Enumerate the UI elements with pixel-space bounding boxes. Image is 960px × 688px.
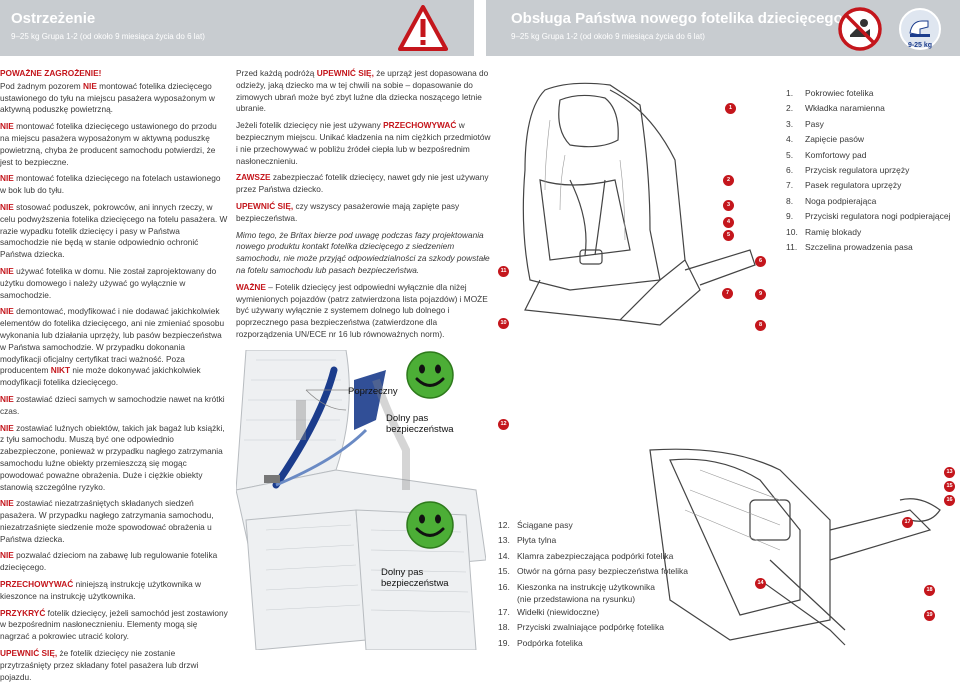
header-left: Ostrzeżenie 9–25 kg Grupa 1-2 (od około … <box>0 0 474 56</box>
list-item: (nie przedstawiona na rysunku) <box>517 593 636 604</box>
list-item: 8.Noga podpierająca <box>786 195 877 206</box>
callout-2: 2 <box>723 175 734 186</box>
callout-8: 8 <box>755 320 766 331</box>
callout-15: 15 <box>944 481 955 492</box>
list-item: 1.Pokrowiec fotelika <box>786 88 874 98</box>
callout-17: 17 <box>902 517 913 528</box>
list-item: 16.Kieszonka na instrukcję użytkownika <box>498 581 655 592</box>
smiley-face-icon <box>406 351 454 399</box>
list-item: 6.Przycisk regulatora uprzęży <box>786 164 910 175</box>
instructions-column: Przed każdą podróżą UPEWNIĆ SIĘ, że uprz… <box>236 68 491 339</box>
warnings-column: POWAŻNE ZAGROŻENIE! Pod żadnym pozorem N… <box>0 68 228 682</box>
callout-18: 18 <box>924 585 935 596</box>
callout-5: 5 <box>723 230 734 241</box>
list-item: 9.Przyciski regulatora nogi podpierające… <box>786 211 951 222</box>
list-item: 10.Ramię blokady <box>786 226 862 237</box>
warning-triangle-icon <box>398 5 448 51</box>
callout-16: 16 <box>944 495 955 506</box>
callout-6: 6 <box>755 256 766 267</box>
list-item: 18.Przyciski zwalniające podpórkę foteli… <box>498 622 664 633</box>
list-item: 13.Płyta tylna <box>498 535 557 546</box>
no-airbag-icon <box>838 7 882 51</box>
subtitle-right: 9–25 kg Grupa 1-2 (od około 9 miesiąca ż… <box>511 32 705 41</box>
callout-14: 14 <box>755 578 766 589</box>
callout-1: 1 <box>725 103 736 114</box>
list-item: 17.Widełki (niewidoczne) <box>498 606 600 617</box>
callout-12: 12 <box>498 419 509 430</box>
subtitle-left: 9–25 kg Grupa 1-2 (od około 9 miesiąca ż… <box>11 32 205 41</box>
callout-4: 4 <box>723 217 734 228</box>
car-seat-rear-illustration <box>649 448 941 646</box>
callout-7: 7 <box>722 288 733 299</box>
callout-10: 10 <box>498 318 509 329</box>
label-lap-belt: Poprzeczny <box>348 386 398 397</box>
car-seat-front-illustration <box>522 82 756 326</box>
list-item: 11.Szczelina prowadzenia pasa <box>786 241 913 252</box>
list-item: 5.Komfortowy pad <box>786 149 867 160</box>
callout-3: 3 <box>723 200 734 211</box>
header-right: Obsługa Państwa nowego fotelika dziecięc… <box>486 0 960 56</box>
callout-9: 9 <box>755 289 766 300</box>
list-item: 15.Otwór na górna pasy bezpieczeństwa fo… <box>498 566 689 577</box>
label-lap-belt-2: Dolny pas bezpieczeństwa <box>386 413 454 435</box>
list-item: 12.Ściągane pasy <box>498 520 573 530</box>
list-item: 19.Podpórka fotelika <box>498 637 583 648</box>
seat-belt-diagram <box>236 350 486 650</box>
callout-13: 13 <box>944 467 955 478</box>
list-item: 2.Wkładka naramienna <box>786 103 885 114</box>
list-item: 7.Pasek regulatora uprzęży <box>786 180 902 191</box>
parts-list-2: 12.Ściągane pasy 13.Płyta tylna 14.Klamr… <box>498 520 708 653</box>
callout-19: 19 <box>924 610 935 621</box>
label-lap-belt-3: Dolny pas bezpieczeństwa <box>381 567 449 589</box>
seat-weight-icon: 9-25 kg <box>899 8 941 50</box>
list-item: 4.Zapięcie pasów <box>786 134 865 145</box>
page-title-right: Obsługa Państwa nowego fotelika dziecięc… <box>511 10 843 27</box>
smiley-face-icon <box>406 501 454 549</box>
page-title-left: Ostrzeżenie <box>11 10 96 27</box>
callout-11: 11 <box>498 266 509 277</box>
list-item: 14.Klamra zabezpieczająca podpórki fotel… <box>498 550 674 561</box>
weight-badge-text: 9-25 kg <box>908 42 932 49</box>
parts-list-1: 1.Pokrowiec fotelika 2.Wkładka naramienn… <box>786 88 956 257</box>
list-item: 3.Pasy <box>786 118 824 129</box>
